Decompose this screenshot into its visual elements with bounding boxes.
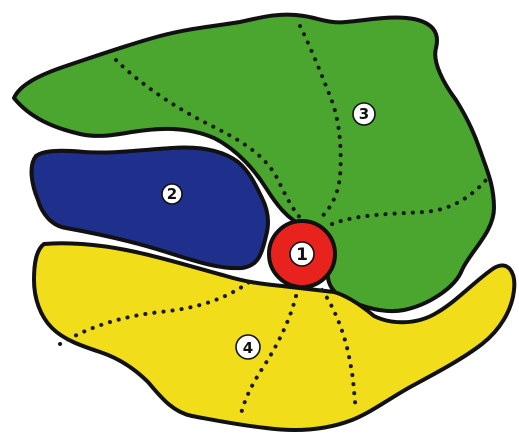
marker-2: 2 <box>162 184 182 204</box>
marker-3-label: 3 <box>359 105 369 123</box>
marker-1-label: 1 <box>296 245 308 265</box>
marker-2-label: 2 <box>167 185 177 203</box>
marker-4-label: 4 <box>243 339 253 357</box>
marker-3: 3 <box>353 103 375 125</box>
marker-1: 1 <box>290 242 314 266</box>
marker-4: 4 <box>236 335 260 359</box>
